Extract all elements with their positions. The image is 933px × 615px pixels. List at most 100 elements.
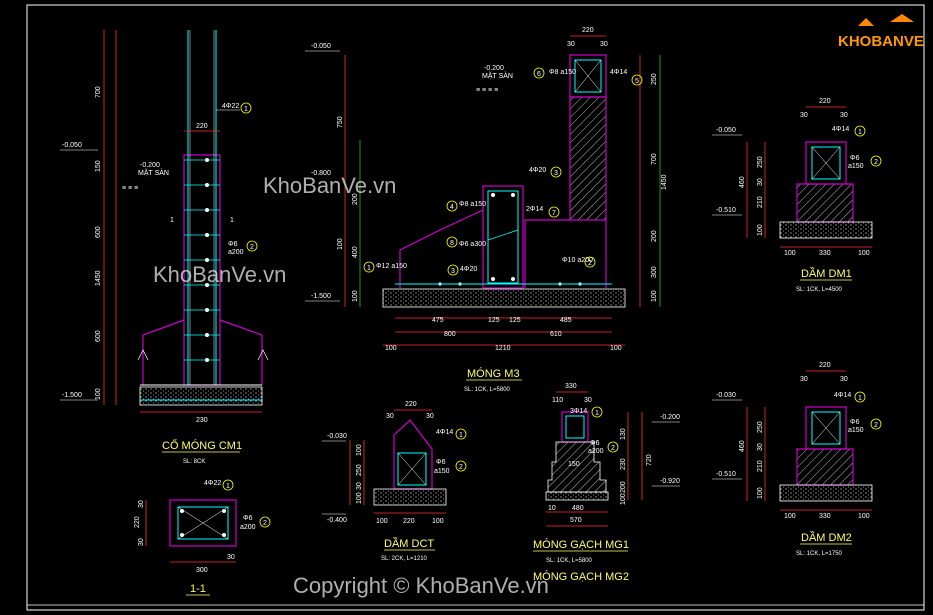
m3-rebar-5: 4Φ14 xyxy=(610,69,627,76)
cm1-dim-230: 230 xyxy=(196,417,208,424)
m3-dim-1210: 1210 xyxy=(495,345,511,352)
dct-rebar-spacing: a150 xyxy=(434,468,450,475)
dm2-dim-top-30a: 30 xyxy=(800,376,808,383)
dm2-subtitle: SL: 1CK, L=1750 xyxy=(796,551,843,557)
dm1-dim-30: 30 xyxy=(757,178,764,186)
mg1-rebar-main: 3Φ14 xyxy=(570,408,587,415)
mg1-dim-130: 130 xyxy=(620,428,627,440)
m3-dim-1450: 1450 xyxy=(661,174,668,190)
m3-ground-label: MẶT SÀN xyxy=(482,71,513,80)
dm2-dim-b330: 330 xyxy=(819,513,831,520)
dm2-dim-b100a: 100 xyxy=(784,513,796,520)
logo-text: KHOBANVE xyxy=(838,33,924,50)
cm1-section-mark-right: 1 xyxy=(230,217,234,224)
cm1-rebar-spacing: a200 xyxy=(228,249,244,256)
dct-dim-100b: 100 xyxy=(356,492,363,504)
m3-rebar-6: Φ8 a150 xyxy=(549,69,576,76)
m3-dim-400: 400 xyxy=(352,246,359,258)
dm1-dim-460: 460 xyxy=(739,176,746,188)
mg1-title: MÓNG GẠCH MG1 xyxy=(533,538,629,551)
m3-rebar-1: Φ12 a150 xyxy=(376,263,407,270)
cm1-ground-label: MẶT SÀN xyxy=(138,168,169,177)
cm1-dim-700: 700 xyxy=(95,86,102,98)
m3-rebar-1-no: 1 xyxy=(367,265,371,272)
dm2-beam-detail: 250 30 460 210 100 220 30 30 100 330 100… xyxy=(712,362,882,557)
cm1-level-0050: -0.050 xyxy=(62,142,82,149)
mg1-dim-b10: 10 xyxy=(548,505,556,512)
mg1-dim-top-110: 110 xyxy=(552,397,563,404)
cm1-section-mark-left: 1 xyxy=(170,217,174,224)
dm2-dim-460: 460 xyxy=(739,440,746,452)
m3-dim-610: 610 xyxy=(550,331,562,338)
cm1-rebar-main-no: 1 xyxy=(244,106,248,113)
dct-rebar-main-no: 1 xyxy=(459,432,463,439)
cm1-dim-600b: 600 xyxy=(95,330,102,342)
m3-dim-250: 250 xyxy=(651,73,658,85)
dm1-title: DẦM DM1 xyxy=(801,267,852,280)
drawing-frame xyxy=(26,4,925,611)
m3-rebar-2-no: 2 xyxy=(588,260,592,267)
s11-rebar-main-no: 1 xyxy=(226,483,230,490)
dm1-dim-top-30b: 30 xyxy=(840,112,848,119)
dm1-rebar-main-no: 1 xyxy=(858,129,862,136)
s11-rebar-stirrup: Φ6 xyxy=(243,515,253,522)
dm1-beam-detail: 250 30 460 210 100 220 30 30 100 330 100… xyxy=(712,98,882,293)
dct-title: DẦM DCT xyxy=(384,537,434,550)
dct-dim-top-220: 220 xyxy=(405,401,417,408)
dm2-dim-top-30b: 30 xyxy=(840,376,848,383)
s11-dim-30c: 30 xyxy=(227,554,235,561)
s11-dim-30b: 30 xyxy=(138,538,145,546)
mg1-dim-top-330: 330 xyxy=(565,383,577,390)
dm2-level-top: -0.030 xyxy=(716,392,736,399)
m3-rebar-4: Φ8 a150 xyxy=(459,201,486,208)
mg1-dim-200: 200 xyxy=(620,481,627,493)
dm2-dim-210: 210 xyxy=(757,460,764,472)
cm1-level-1500: -1.500 xyxy=(62,392,82,399)
dct-dim-b100a: 100 xyxy=(376,518,388,525)
watermark-2: KhoBanVe.vn xyxy=(153,262,286,287)
dm1-dim-top-30a: 30 xyxy=(800,112,808,119)
dct-rebar-stirrup-no: 2 xyxy=(459,464,463,471)
dct-dim-top-30b: 30 xyxy=(426,413,434,420)
mg1-rebar-spacing: a200 xyxy=(588,448,604,455)
m3-rebar-3top: 4Φ20 xyxy=(529,167,546,174)
svg-text:≡ ≡ ≡ ≡: ≡ ≡ ≡ ≡ xyxy=(476,87,498,94)
m3-dim-100r: 100 xyxy=(651,290,658,302)
dm2-dim-30: 30 xyxy=(757,443,764,451)
dm2-title: DẦM DM2 xyxy=(801,531,852,544)
mg2-title: MÓNG GẠCH MG2 xyxy=(533,570,629,583)
m3-rebar-5-no: 5 xyxy=(635,78,639,85)
m3-footing-detail: 750 200 400 100 100 250 700 1450 200 300… xyxy=(305,27,668,393)
cm1-dim-600: 600 xyxy=(95,226,102,238)
m3-rebar-7-no: 7 xyxy=(552,210,556,217)
m3-dim-750: 750 xyxy=(337,116,344,128)
m3-dim-100b: 100 xyxy=(352,290,359,302)
section-1-1-detail: 30 220 30 300 30 4Φ22 1 Φ6 a200 2 1-1 xyxy=(134,479,271,596)
m3-title: MÓNG M3 xyxy=(467,367,520,380)
dm1-dim-100: 100 xyxy=(757,224,764,236)
dct-subtitle: SL: 2CK, L=1210 xyxy=(381,556,428,562)
dm2-dim-b100b: 100 xyxy=(858,513,870,520)
svg-text:≡ ≡ ≡: ≡ ≡ ≡ xyxy=(122,185,138,192)
copyright-text: Copyright © KhoBanVe.vn xyxy=(293,573,549,598)
m3-dim-200: 200 xyxy=(352,193,359,205)
dm1-rebar-spacing: a150 xyxy=(848,163,864,170)
dm2-rebar-stirrup: Φ6 xyxy=(850,419,860,426)
s11-dim-300: 300 xyxy=(196,567,208,574)
mg1-rebar-stirrup: Φ6 xyxy=(590,440,600,447)
m3-dim-475: 475 xyxy=(432,317,444,324)
dm2-rebar-main-no: 1 xyxy=(858,395,862,402)
mg1-inner-label: 150 xyxy=(568,461,580,468)
watermark-1: KhoBanVe.vn xyxy=(263,173,396,198)
mg1-level-top: -0.200 xyxy=(660,414,680,421)
m3-rebar-8-no: 8 xyxy=(450,240,454,247)
dm2-dim-top-220: 220 xyxy=(819,362,831,369)
dm2-level-bottom: -0.510 xyxy=(716,471,736,478)
cm1-rebar-main: 4Φ22 xyxy=(222,103,239,110)
cm1-level-0200: -0.200 xyxy=(140,162,160,169)
m3-level-1500: -1.500 xyxy=(311,293,331,300)
s11-rebar-spacing: a200 xyxy=(240,524,256,531)
dct-dim-250: 250 xyxy=(356,464,363,476)
